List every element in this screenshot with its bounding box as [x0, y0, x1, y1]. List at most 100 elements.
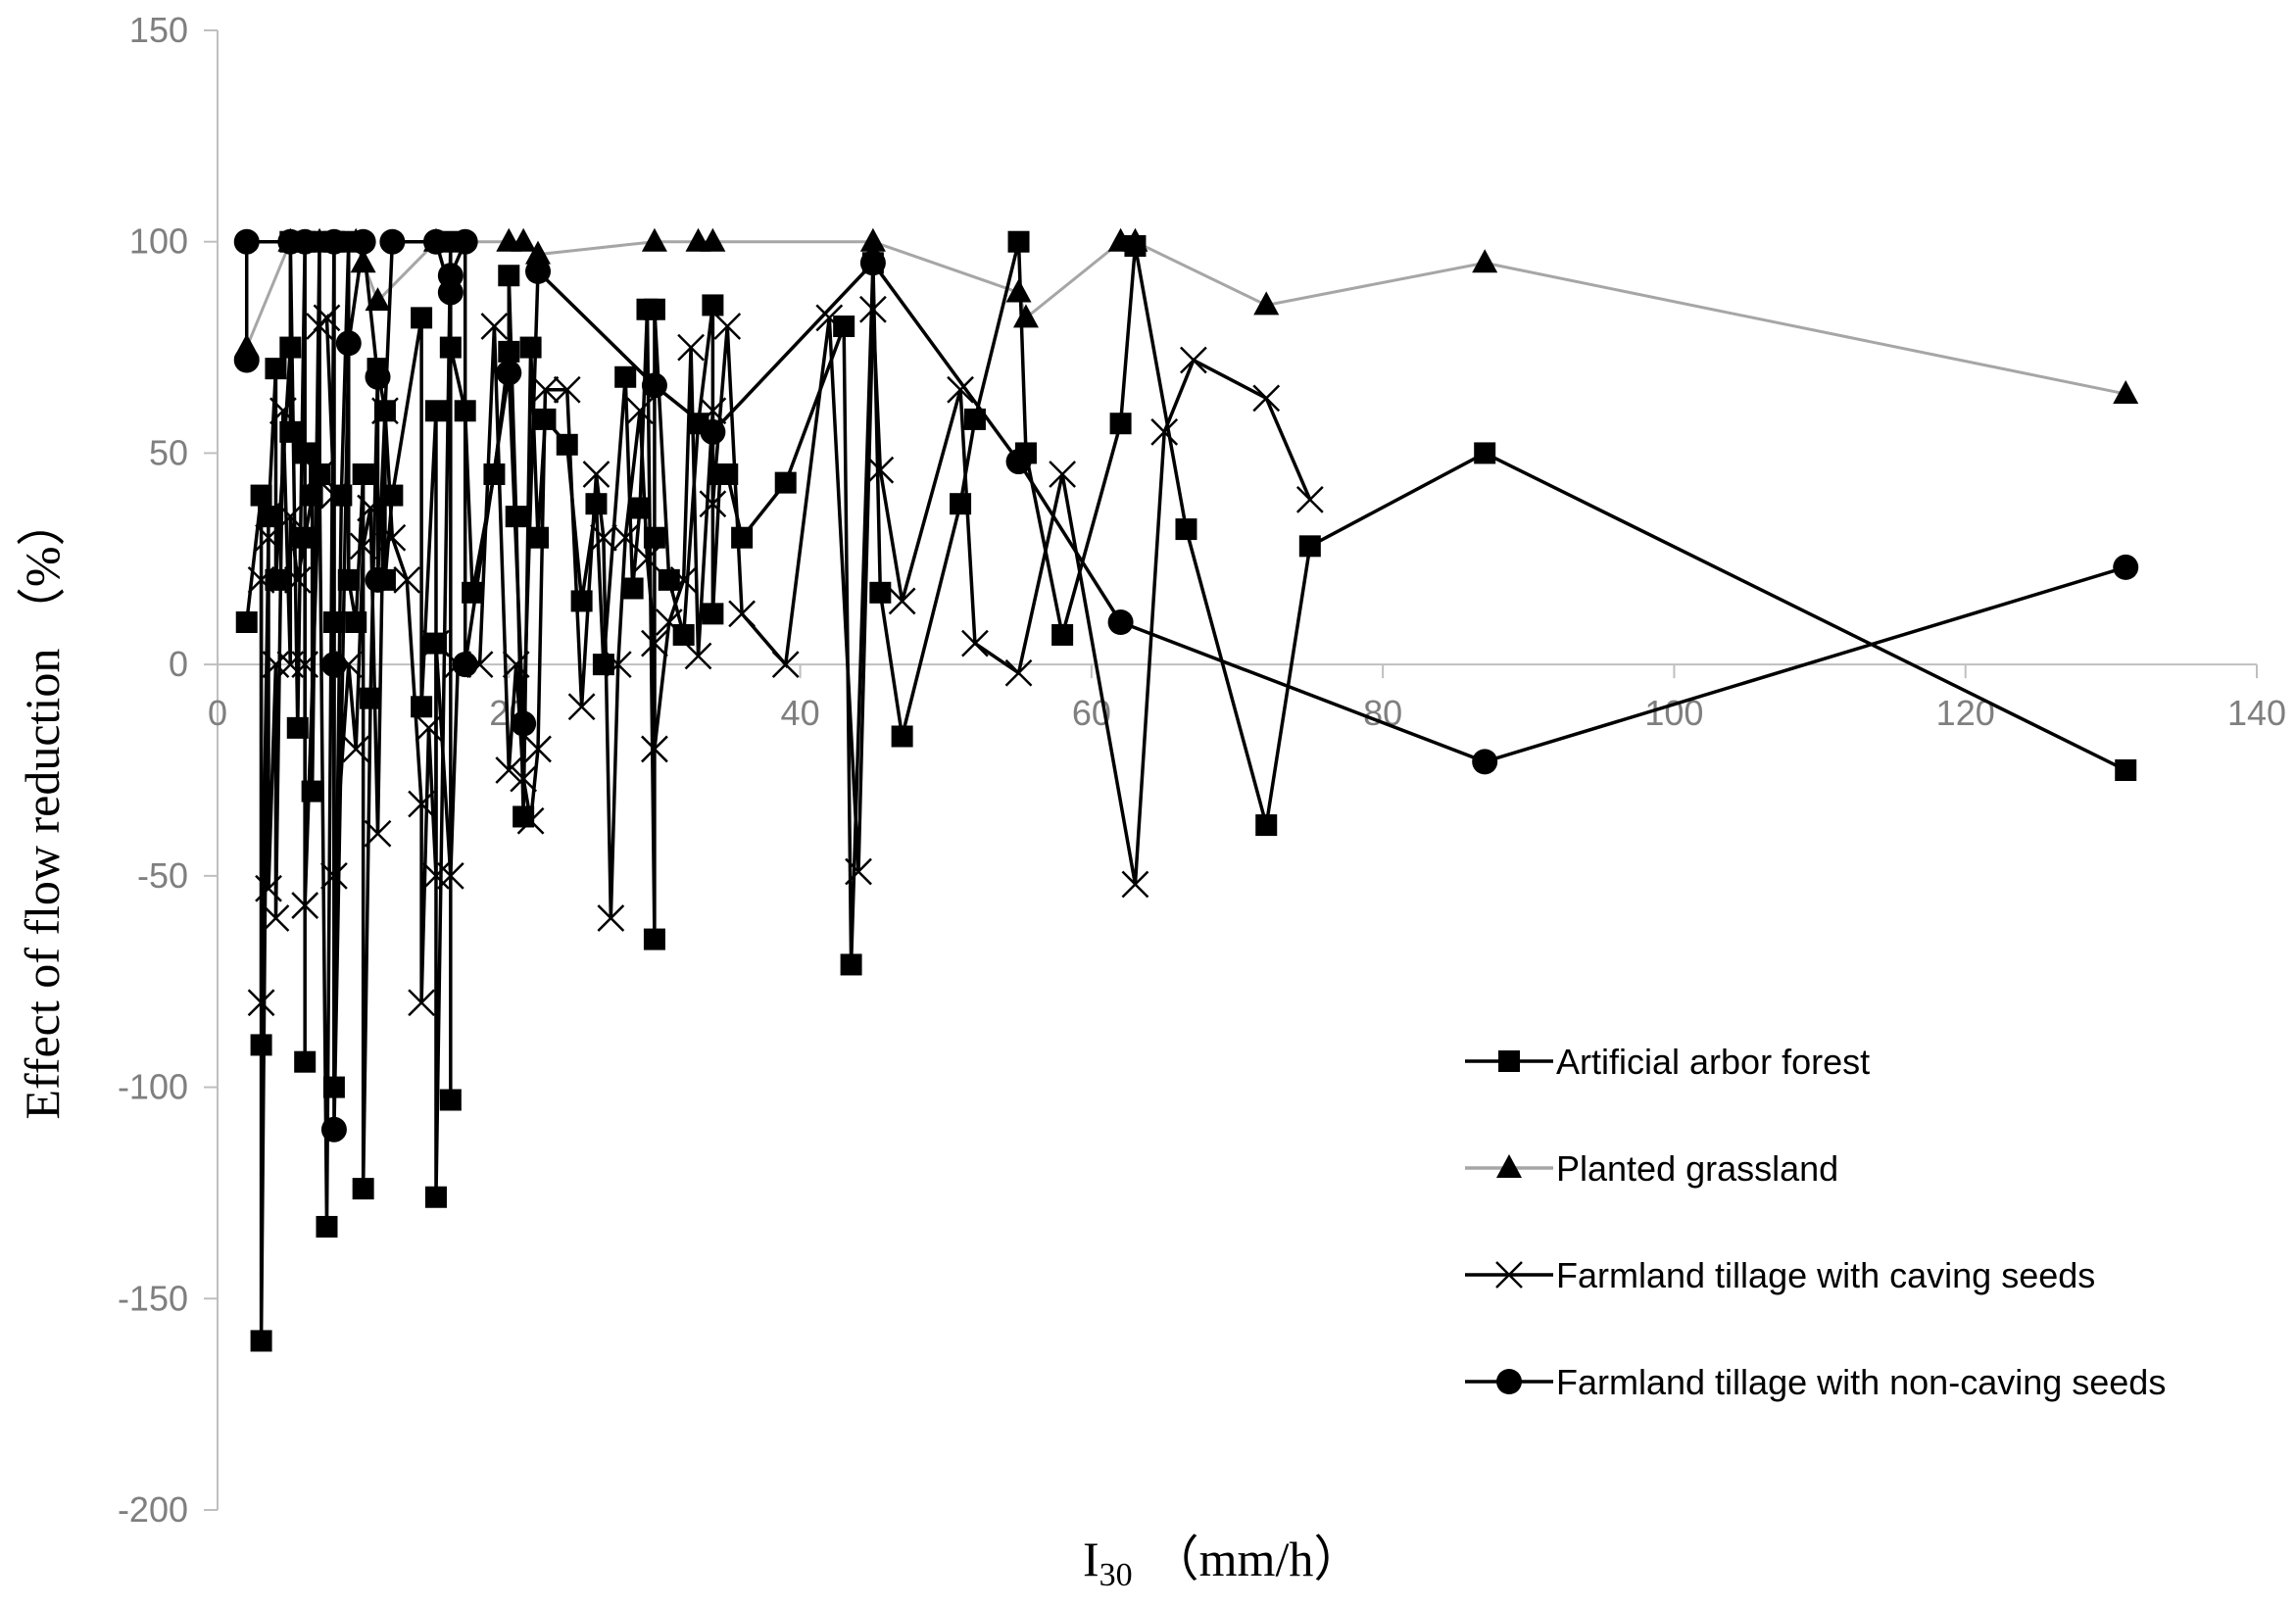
series-3 — [247, 295, 1324, 1017]
legend-label: Farmland tillage with non-caving seeds — [1556, 1362, 2166, 1402]
data-point — [1472, 749, 1498, 775]
x-axis-title: I30 （mm/h） — [1083, 1532, 1362, 1593]
data-point — [840, 953, 862, 976]
data-point — [511, 710, 537, 737]
x-tick-label: 120 — [1936, 693, 1995, 733]
data-point — [233, 347, 260, 373]
data-point — [567, 693, 596, 721]
series-1 — [235, 230, 2137, 1352]
data-point — [1253, 291, 1280, 316]
data-point — [415, 713, 443, 742]
x-axis-title-subscript: 30 — [1099, 1557, 1133, 1593]
data-point — [337, 568, 360, 591]
data-point — [262, 651, 290, 679]
data-point — [498, 340, 520, 363]
data-point — [643, 298, 665, 320]
data-point — [700, 227, 726, 252]
data-point — [265, 358, 287, 380]
data-point — [702, 603, 724, 625]
data-point — [235, 611, 258, 633]
data-point — [845, 857, 872, 886]
data-point — [510, 764, 538, 793]
data-point — [422, 228, 449, 255]
data-point — [519, 336, 542, 359]
data-point — [276, 503, 305, 531]
y-axis-title: Effect of flow reduction （%） — [15, 498, 70, 1120]
plot-area — [233, 227, 2139, 1352]
data-point — [379, 228, 406, 255]
data-point — [452, 228, 478, 255]
data-point — [350, 249, 376, 273]
data-point — [643, 928, 665, 950]
data-point — [1005, 449, 1032, 475]
data-point — [250, 1034, 272, 1056]
data-point — [1121, 870, 1149, 899]
legend-label: Planted grassland — [1556, 1148, 1838, 1189]
legend-label: Farmland tillage with caving seeds — [1556, 1255, 2095, 1295]
data-point — [604, 651, 632, 679]
data-point — [378, 523, 407, 552]
data-point — [774, 471, 797, 494]
data-point — [352, 463, 374, 485]
data-point — [1004, 658, 1033, 687]
x-axis-title-main: I — [1083, 1532, 1099, 1586]
data-point — [301, 780, 323, 803]
data-point — [424, 400, 447, 422]
y-tick-label: -150 — [118, 1278, 188, 1318]
x-axis-title-unit: （mm/h） — [1150, 1532, 1363, 1586]
data-point — [345, 611, 367, 633]
data-point — [495, 756, 523, 784]
data-point — [2113, 554, 2139, 580]
data-point — [1255, 814, 1278, 837]
data-point — [393, 565, 421, 594]
data-point — [1472, 249, 1498, 273]
data-point — [629, 497, 652, 519]
data-point — [2115, 759, 2137, 781]
data-point — [553, 375, 581, 404]
data-point — [247, 565, 275, 594]
data-point — [961, 629, 989, 657]
legend-item: Farmland tillage with caving seeds — [1465, 1255, 2095, 1295]
data-point — [292, 228, 318, 255]
data-point — [633, 545, 661, 573]
data-point — [480, 313, 509, 340]
data-point — [335, 330, 362, 357]
data-point — [702, 294, 724, 316]
data-point — [350, 228, 376, 255]
data-point — [255, 874, 282, 902]
data-point — [621, 577, 644, 600]
data-point — [1107, 609, 1134, 635]
data-point — [700, 418, 726, 445]
data-point — [658, 568, 680, 591]
legend-item: Artificial arbor forest — [1465, 1042, 1870, 1082]
data-point — [439, 1089, 462, 1111]
data-point — [349, 532, 377, 560]
data-point — [699, 490, 727, 518]
data-point — [1298, 535, 1321, 558]
data-point — [422, 861, 450, 890]
data-point — [342, 735, 370, 763]
data-point — [641, 372, 667, 399]
data-point — [731, 526, 754, 549]
data-point — [525, 240, 552, 265]
data-point — [422, 629, 450, 657]
legend-item: Farmland tillage with non-caving seeds — [1465, 1362, 2166, 1402]
data-point — [2113, 380, 2139, 405]
data-point — [643, 526, 665, 549]
data-point — [815, 304, 844, 332]
data-point — [713, 313, 742, 340]
y-tick-label: -50 — [137, 855, 188, 896]
data-point — [320, 228, 347, 255]
data-point — [771, 651, 800, 679]
data-point — [316, 1215, 338, 1238]
data-point — [611, 523, 640, 552]
data-point — [669, 565, 698, 594]
y-tick-label: 0 — [169, 644, 188, 684]
data-point — [859, 295, 887, 323]
data-point — [1175, 518, 1197, 541]
data-point — [258, 506, 280, 528]
